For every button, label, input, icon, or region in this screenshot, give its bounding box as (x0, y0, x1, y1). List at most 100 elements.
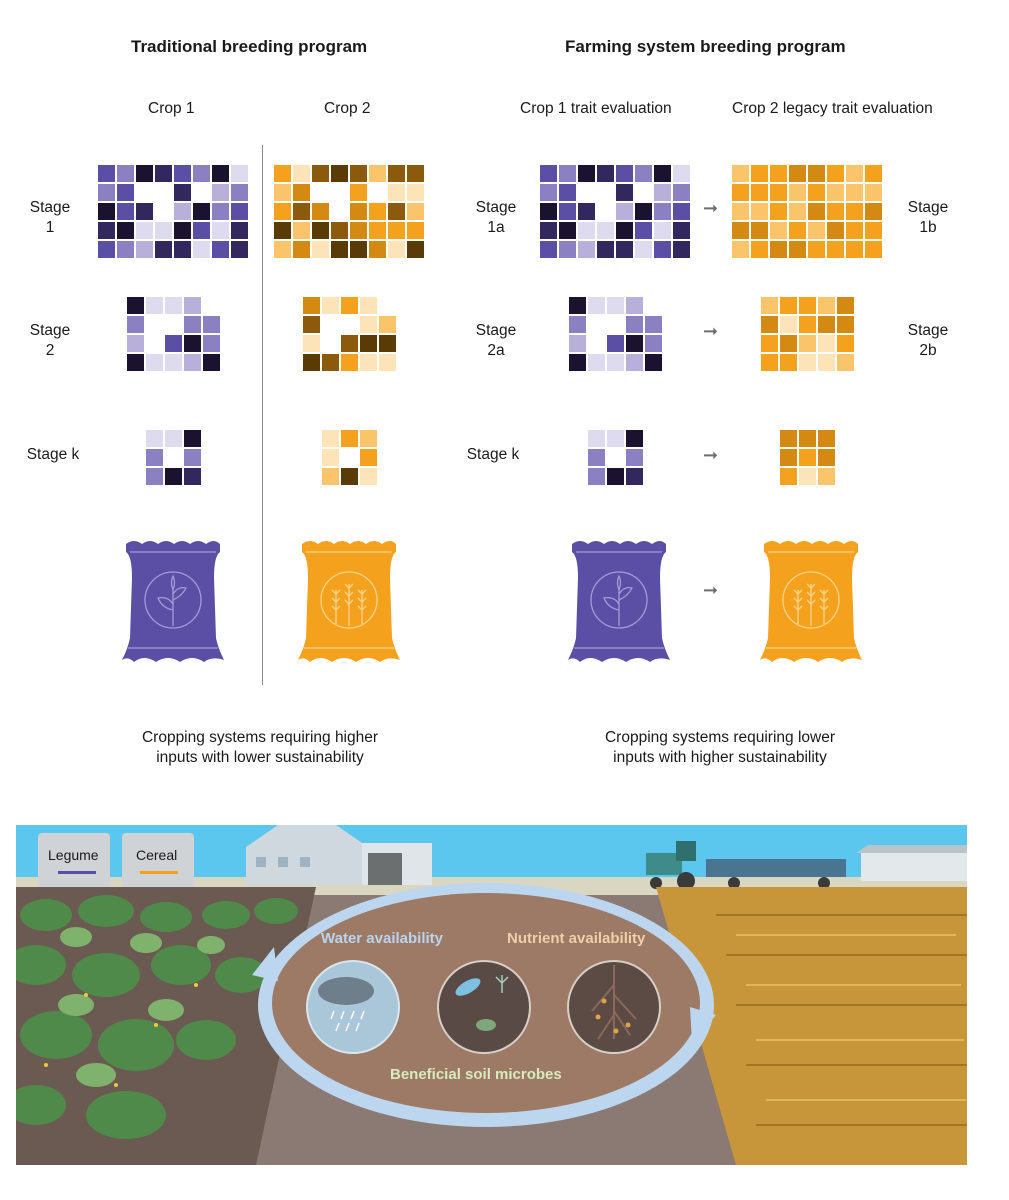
crop1-stage2a-cell (626, 354, 643, 371)
crop2-stage1-cell (388, 241, 405, 258)
crop1-stage1-cell (174, 203, 191, 220)
crop2-stage1-cell (312, 222, 329, 239)
crop1-stagek-right-cell (626, 468, 643, 485)
crop1-stage1a-cell (616, 165, 633, 182)
stage-2a-label: Stage 2a (466, 321, 526, 361)
crop2-stage1-cell (293, 222, 310, 239)
crop2-stage1b-cell (789, 203, 806, 220)
crop2-stage1b-cell (770, 165, 787, 182)
crop2-stage1-cell (388, 165, 405, 182)
crop2-stage1-cell (407, 203, 424, 220)
crop2-stage2b-cell (761, 354, 778, 371)
crop2-stage1b-cell (846, 184, 863, 201)
crop1-stagek-cell (146, 468, 163, 485)
crop1-stage1-cell (136, 165, 153, 182)
cereal-legend-line (140, 871, 178, 874)
crop1-stage1a-cell (540, 222, 557, 239)
farming-system-title: Farming system breeding program (565, 37, 846, 56)
crop1-stage1a-cell (673, 241, 690, 258)
crop2-stage2b-cell (818, 316, 835, 333)
nutrient-availability-label: Nutrient availability (507, 930, 646, 947)
crop1-stage1a-cell (616, 241, 633, 258)
crop2-stage1-cell (312, 165, 329, 182)
crop1-stage2a-cell (626, 335, 643, 352)
crop1-stage1a-cell (578, 241, 595, 258)
crop2-stage2b-cell (780, 354, 797, 371)
crop1-stage1a-cell (559, 203, 576, 220)
crop2-stage1-cell (407, 222, 424, 239)
crop1-stage1a-cell (559, 184, 576, 201)
legume-silo-label: Legume (48, 847, 99, 863)
crop1-stage2-cell (203, 354, 220, 371)
caption-line: Cropping systems requiring lower (604, 729, 835, 746)
stage-1b-label: Stage 1b (898, 198, 958, 238)
water-availability-label: Water availability (321, 930, 443, 947)
crop1-stage1a-cell (540, 165, 557, 182)
crop2-stagek-right-cell (818, 449, 835, 466)
crop1-stage1-cell (231, 222, 248, 239)
crop1-stagek-cell (146, 430, 163, 447)
crop1-stage2a-cell (626, 297, 643, 314)
crop1-stage1a-cell (559, 241, 576, 258)
crop1-stage2-cell (127, 316, 144, 333)
crop1-stage1-cell (155, 222, 172, 239)
crop1-stage2-cell (184, 316, 201, 333)
crop2-legacy-header: Crop 2 legacy trait evaluation (732, 100, 933, 117)
crop1-stagek-cell (184, 468, 201, 485)
crop1-stage1-cell (212, 241, 229, 258)
crop2-stage1-cell (369, 203, 386, 220)
crop2-stage1-cell (274, 222, 291, 239)
crop2-stagek-right-cell (780, 449, 797, 466)
crop2-stage1-cell (350, 222, 367, 239)
crop2-stagek-right-cell (780, 468, 797, 485)
crop1-stage1a-cell (540, 184, 557, 201)
crop1-stage1-cell (98, 241, 115, 258)
crop1-stage2-cell (165, 297, 182, 314)
crop2-stagek-right-cell (799, 449, 816, 466)
crop2-stage1b-cell (808, 184, 825, 201)
crop2-stage2b-cell (780, 316, 797, 333)
crop2-stage2b-cell (799, 297, 816, 314)
crop2-stage1b-cell (751, 241, 768, 258)
crop1-stage1a-cell (635, 203, 652, 220)
crop1-stage1a-cell (616, 222, 633, 239)
crop2-stage1-cell (350, 203, 367, 220)
crop2-stagek-right-cell (818, 468, 835, 485)
crop1-stage1a-cell (673, 222, 690, 239)
crop1-stage2-cell (127, 354, 144, 371)
crop2-stagek-cell (322, 468, 339, 485)
crop2-stage1b-cell (865, 165, 882, 182)
crop1-stage1a-cell (654, 222, 671, 239)
crop2-stagek-right-cell (818, 430, 835, 447)
caption-line: Cropping systems requiring higher (141, 729, 379, 746)
crop1-stage2a-cell (607, 354, 624, 371)
crop1-stage1a-cell (597, 241, 614, 258)
farming-system-caption: Cropping systems requiring lower inputs … (570, 728, 870, 768)
crop2-stage1-cell (274, 165, 291, 182)
crop1-stagek-right-cell (626, 430, 643, 447)
crop2-stage1-cell (369, 241, 386, 258)
stage-word: Stage (475, 199, 517, 216)
crop1-stage1-cell (98, 222, 115, 239)
crop2-stage2b-cell (818, 297, 835, 314)
crop1-stage1a-cell (673, 165, 690, 182)
crop2-stage2b-cell (799, 316, 816, 333)
crop2-stage1b-cell (846, 203, 863, 220)
cereal-silo-label: Cereal (136, 847, 178, 863)
crop2-stage2-cell (360, 316, 377, 333)
crop2-stage1-cell (350, 241, 367, 258)
crop2-stage1-cell (369, 222, 386, 239)
crop1-stage2-cell (184, 297, 201, 314)
crop2-stage2b-cell (761, 316, 778, 333)
crop1-stage2a-cell (588, 297, 605, 314)
crop2-stage1-cell (388, 222, 405, 239)
crop2-stage1b-cell (789, 165, 806, 182)
crop2-stage1b-cell (846, 241, 863, 258)
crop1-stage1-cell (117, 222, 134, 239)
crop1-stage1a-cell (540, 203, 557, 220)
crop2-stage2b-cell (799, 354, 816, 371)
crop1-stagek-cell (184, 449, 201, 466)
crop1-stage2a-cell (607, 335, 624, 352)
crop2-stage1-cell (388, 203, 405, 220)
crop2-stagek-cell (360, 430, 377, 447)
